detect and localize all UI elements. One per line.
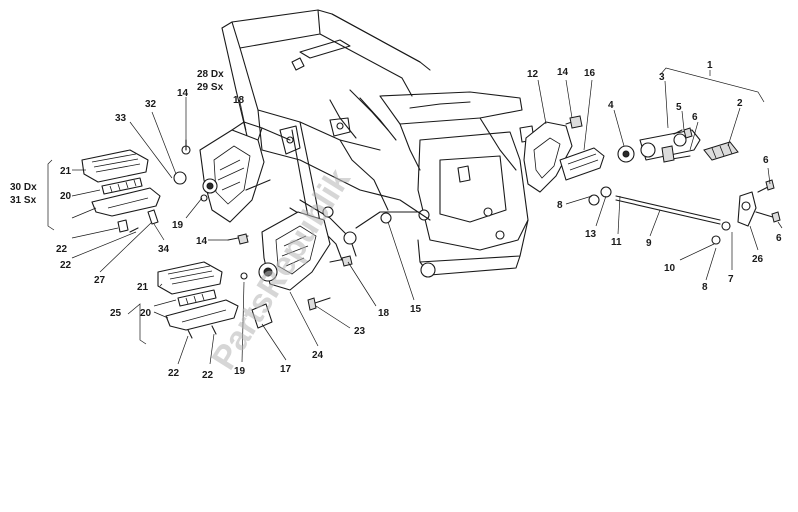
- label-16: 16: [584, 68, 596, 79]
- label-3: 3: [659, 72, 665, 83]
- label-26: 26: [752, 254, 764, 265]
- label-29: 29 Sx: [197, 82, 224, 93]
- label-6-top: 6: [692, 112, 698, 123]
- label-22-b: 22: [60, 260, 72, 271]
- label-14-right: 14: [557, 67, 569, 78]
- label-22-a: 22: [56, 244, 68, 255]
- label-14-top: 14: [177, 88, 189, 99]
- label-28: 28 Dx: [197, 69, 224, 80]
- label-34: 34: [158, 244, 170, 255]
- label-6-bottom: 6: [776, 233, 782, 244]
- label-6-right: 6: [763, 155, 769, 166]
- label-22-d: 22: [202, 370, 214, 381]
- label-7: 7: [728, 274, 734, 285]
- label-30: 30 Dx: [10, 182, 37, 193]
- label-33: 33: [115, 113, 127, 124]
- label-32: 32: [145, 99, 157, 110]
- label-20-top: 20: [60, 191, 72, 202]
- label-10: 10: [664, 263, 676, 274]
- left-heel-plate-assembly: [227, 211, 392, 329]
- right-heel-plate-assembly: [173, 121, 291, 223]
- label-25: 25: [110, 308, 122, 319]
- label-4: 4: [608, 100, 614, 111]
- leader-lines: [47, 67, 783, 365]
- label-2: 2: [737, 98, 743, 109]
- label-20-bottom: 20: [140, 308, 152, 319]
- label-19-top: 19: [172, 220, 184, 231]
- label-9: 9: [646, 238, 652, 249]
- label-24: 24: [312, 350, 324, 361]
- main-frame: [221, 9, 535, 278]
- label-14-mid: 14: [196, 236, 208, 247]
- label-11: 11: [611, 237, 622, 248]
- label-23: 23: [354, 326, 366, 337]
- label-13: 13: [585, 229, 597, 240]
- label-1: 1: [707, 60, 713, 71]
- label-15: 15: [410, 304, 422, 315]
- part-labels: 1 3 5 6 2 4 12 14 16 6 6 8 13 11 9 10 8 …: [10, 60, 782, 381]
- label-8-bottom: 8: [702, 282, 708, 293]
- label-18-bottom: 18: [378, 308, 390, 319]
- left-upper-footpeg-assembly: [81, 149, 161, 233]
- label-18-top: 18: [233, 95, 245, 106]
- label-17: 17: [280, 364, 292, 375]
- label-22-c: 22: [168, 368, 180, 379]
- right-footpeg-assembly: [523, 115, 781, 245]
- label-12: 12: [527, 69, 539, 80]
- label-21-top: 21: [60, 166, 72, 177]
- label-8-right: 8: [557, 200, 563, 211]
- label-31: 31 Sx: [10, 195, 37, 206]
- label-27: 27: [94, 275, 106, 286]
- label-5: 5: [676, 102, 682, 113]
- left-lower-footpeg-assembly: [157, 261, 239, 339]
- label-21-bottom: 21: [137, 282, 149, 293]
- label-19-bottom: 19: [234, 366, 246, 377]
